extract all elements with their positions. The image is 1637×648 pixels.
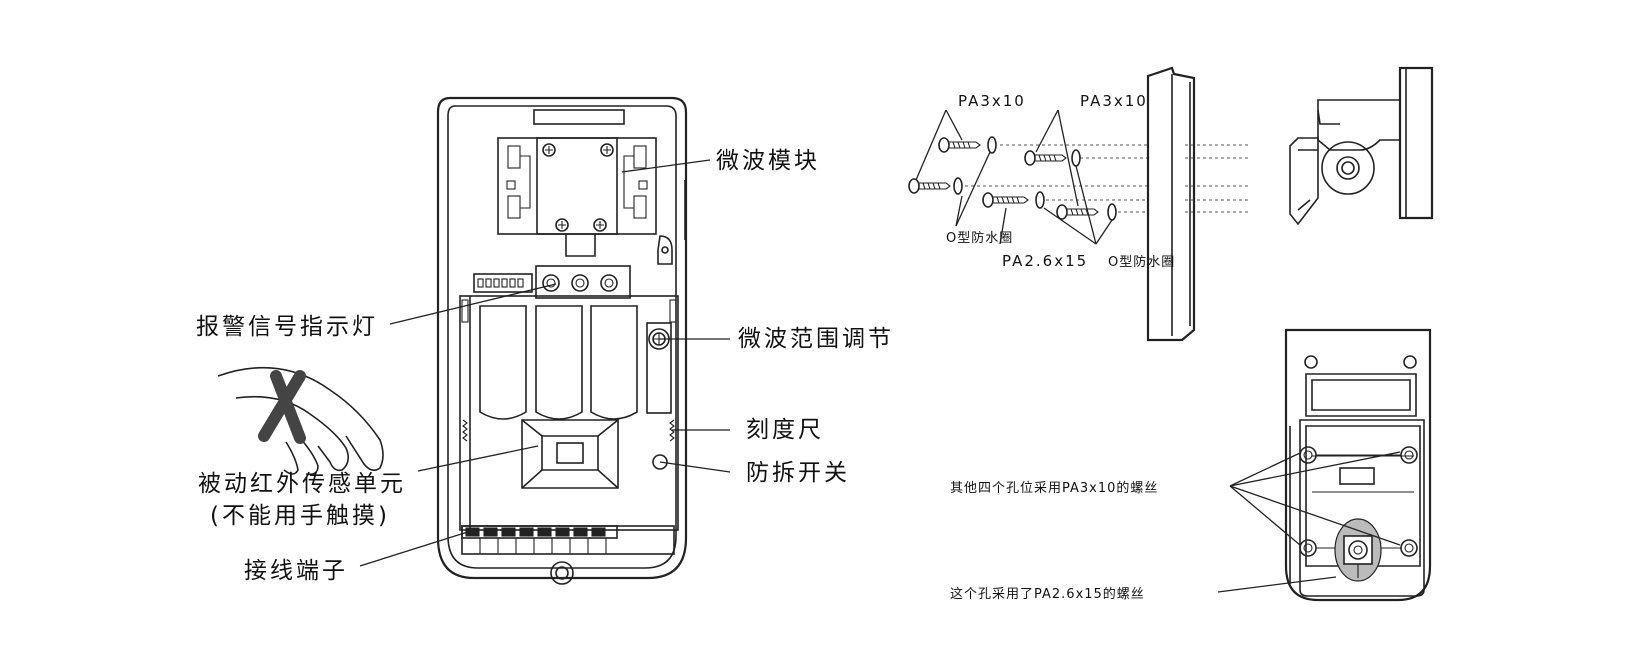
pir-sensor — [521, 419, 619, 489]
label-four-holes-note: 其他四个孔位采用PA3x10的螺丝 — [950, 480, 1158, 496]
screw-pa26x15 — [982, 191, 1045, 209]
mount-hole — [1400, 446, 1418, 464]
label-pir-note: (不能用手触摸) — [210, 503, 390, 529]
screw-exploded-view — [908, 66, 1434, 342]
label-screw-pa26x15: PA2.6x15 — [1002, 252, 1088, 270]
module-screw — [593, 218, 607, 232]
label-scale: 刻度尺 — [746, 417, 824, 443]
microwave-range-knob — [646, 322, 672, 414]
pir-lens-cylinders — [479, 305, 638, 420]
mount-hole — [1299, 446, 1317, 464]
mount-hole — [1299, 539, 1317, 557]
leader-lines-left — [359, 159, 731, 567]
wall-bracket — [1289, 66, 1434, 226]
label-terminals: 接线端子 — [244, 558, 348, 584]
detector-front-view — [436, 96, 688, 585]
module-screw — [542, 143, 556, 157]
center-mount-hole — [1334, 518, 1382, 582]
tamper-switch — [652, 454, 668, 470]
module-screw — [555, 218, 569, 232]
label-alarm-led: 报警信号指示灯 — [196, 314, 378, 340]
led-indicator — [542, 274, 560, 292]
mount-hole — [1400, 539, 1418, 557]
label-center-hole-note: 这个孔采用了PA2.6x15的螺丝 — [950, 586, 1145, 602]
screw-pa3x10 — [908, 177, 963, 195]
no-touch-hand-icon — [217, 366, 384, 476]
label-tamper: 防拆开关 — [746, 460, 850, 486]
label-microwave-range: 微波范围调节 — [738, 326, 894, 352]
label-pir-unit: 被动红外传感单元 — [198, 471, 406, 497]
detector-side-profile — [1146, 66, 1196, 342]
bracket-back-view — [1284, 328, 1432, 602]
led-indicator — [600, 274, 618, 292]
terminal-block — [461, 525, 675, 555]
screw-pa3x10 — [1024, 149, 1081, 167]
label-screw-pa3x10-left: PA3x10 — [958, 92, 1026, 110]
label-microwave-module: 微波模块 — [716, 148, 820, 174]
leader-lines-bracket — [1217, 451, 1401, 593]
module-screw — [600, 143, 614, 157]
microwave-module — [497, 137, 657, 257]
led-indicator — [571, 274, 589, 292]
label-oring-left: O型防水圈 — [946, 230, 1013, 246]
screw-pa3x10 — [938, 136, 997, 154]
label-oring-right: O型防水圈 — [1108, 254, 1175, 270]
label-screw-pa3x10-right: PA3x10 — [1080, 92, 1148, 110]
